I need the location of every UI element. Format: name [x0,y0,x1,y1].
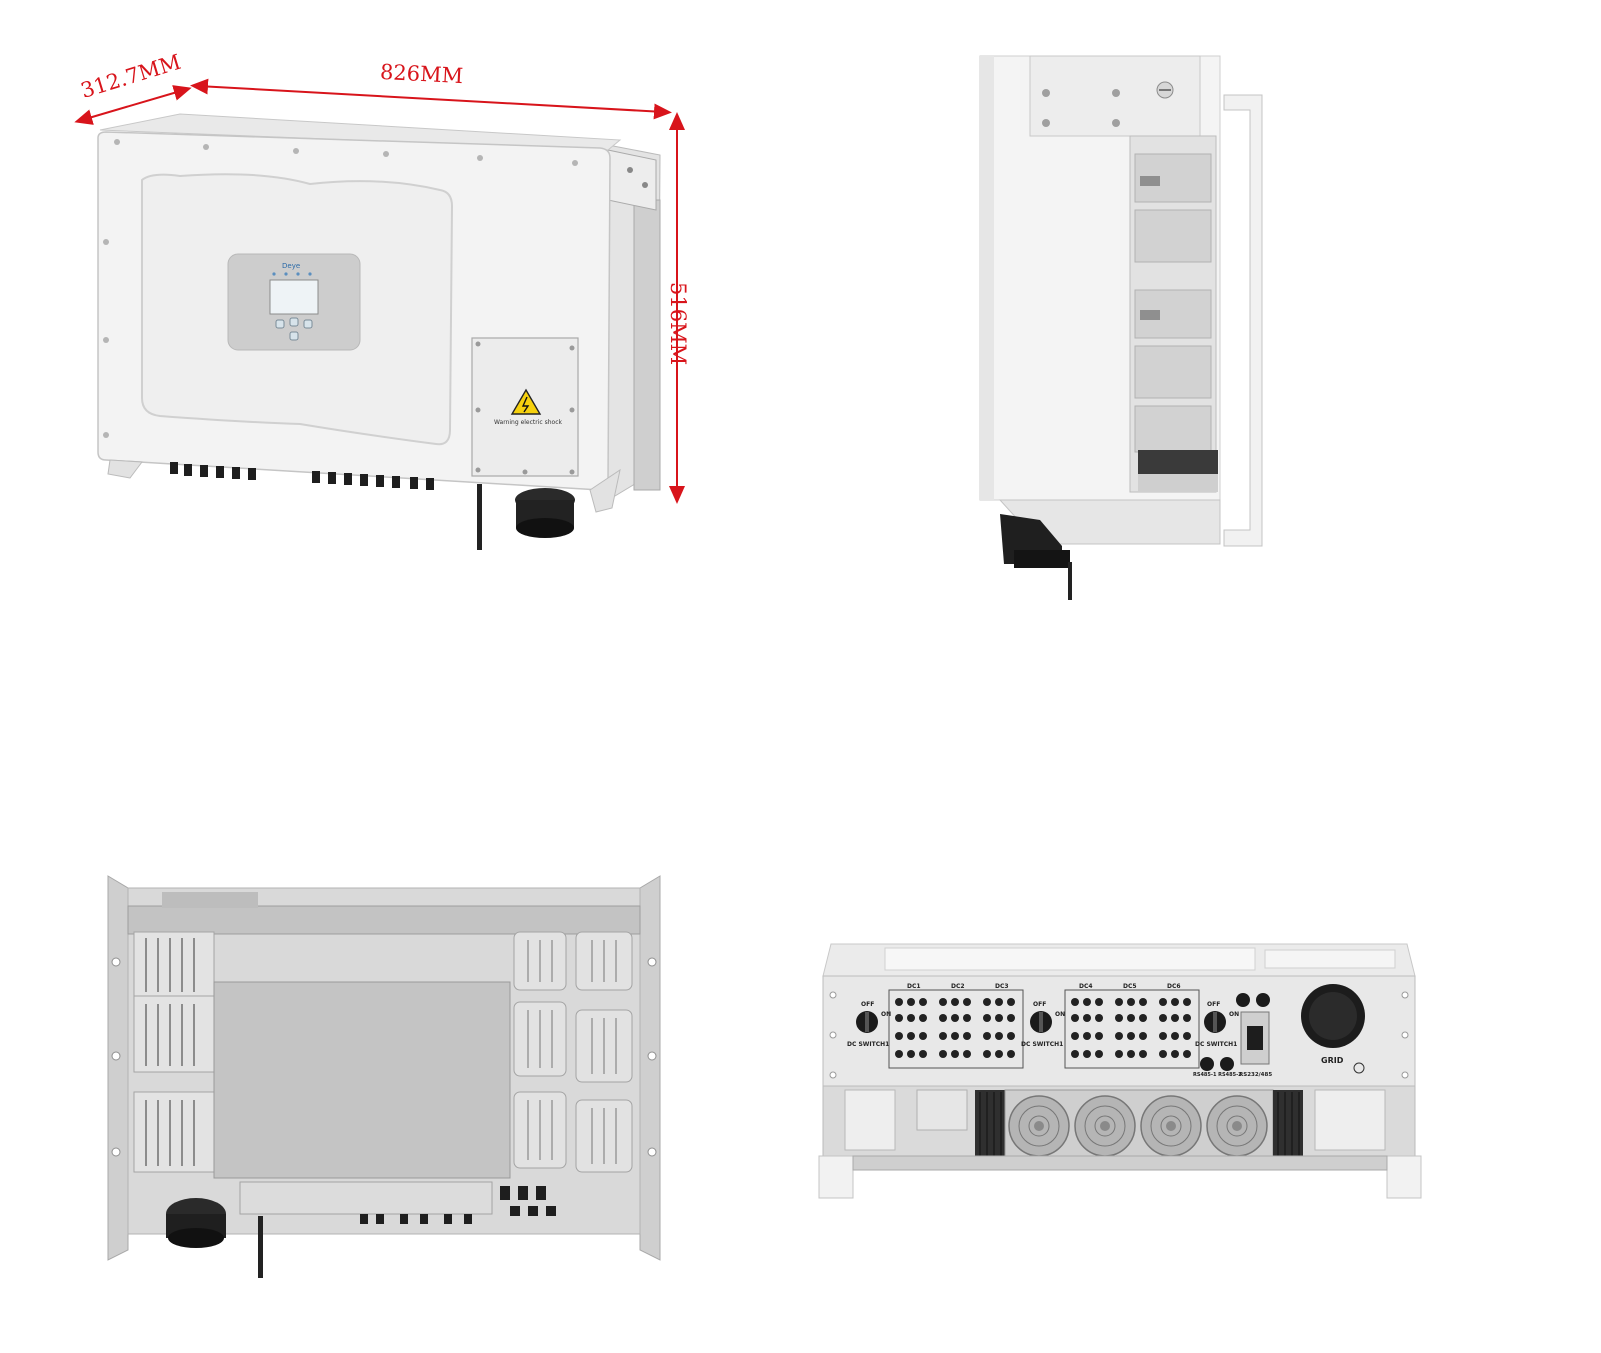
rear-view-drawing [107,875,661,1278]
grid-label: GRID [1321,1056,1344,1065]
bottom-view: OFF ON DC SWITCH1 DC1 DC2 DC3 OFF ON DC … [815,940,1425,1205]
switch3-off-label: OFF [1207,1001,1220,1008]
dc-switch-label-3: DC SWITCH1 [1195,1041,1237,1048]
dc1-label: DC1 [907,983,921,990]
dc3-label: DC3 [995,983,1009,990]
width-dimension-label: 826MM [379,59,464,89]
warning-label: Warning electric shock [494,419,563,426]
switch2-off-label: OFF [1033,1001,1046,1008]
rear-view [100,870,670,1290]
switch1-off-label: OFF [861,1001,874,1008]
height-dimension-label: 516MM [666,282,690,366]
width-dimension-line [190,78,672,120]
side-view-drawing [979,55,1263,600]
side-view [970,50,1270,610]
depth-dimension-line [74,85,192,125]
rs232-label: RS232/485 [1239,1072,1272,1078]
front-view: Deye Warning electric shock 312.7MM 826M… [60,50,740,570]
brand-logo: Deye [282,262,300,270]
bottom-view-drawing: OFF ON DC SWITCH1 DC1 DC2 DC3 OFF ON DC … [818,943,1422,1199]
front-view-drawing: Deye Warning electric shock [74,78,685,550]
switch3-on-label: ON [1229,1011,1239,1018]
switch2-on-label: ON [1055,1011,1065,1018]
dc5-label: DC5 [1123,983,1137,990]
switch1-on-label: ON [881,1011,891,1018]
dc2-label: DC2 [951,983,965,990]
dc-switch-label-1: DC SWITCH1 [847,1041,889,1048]
dc-switch-label-2: DC SWITCH1 [1021,1041,1063,1048]
dc4-label: DC4 [1079,983,1093,990]
dc6-label: DC6 [1167,983,1181,990]
rs485-label: RS485-1 RS485-2 [1193,1072,1242,1078]
